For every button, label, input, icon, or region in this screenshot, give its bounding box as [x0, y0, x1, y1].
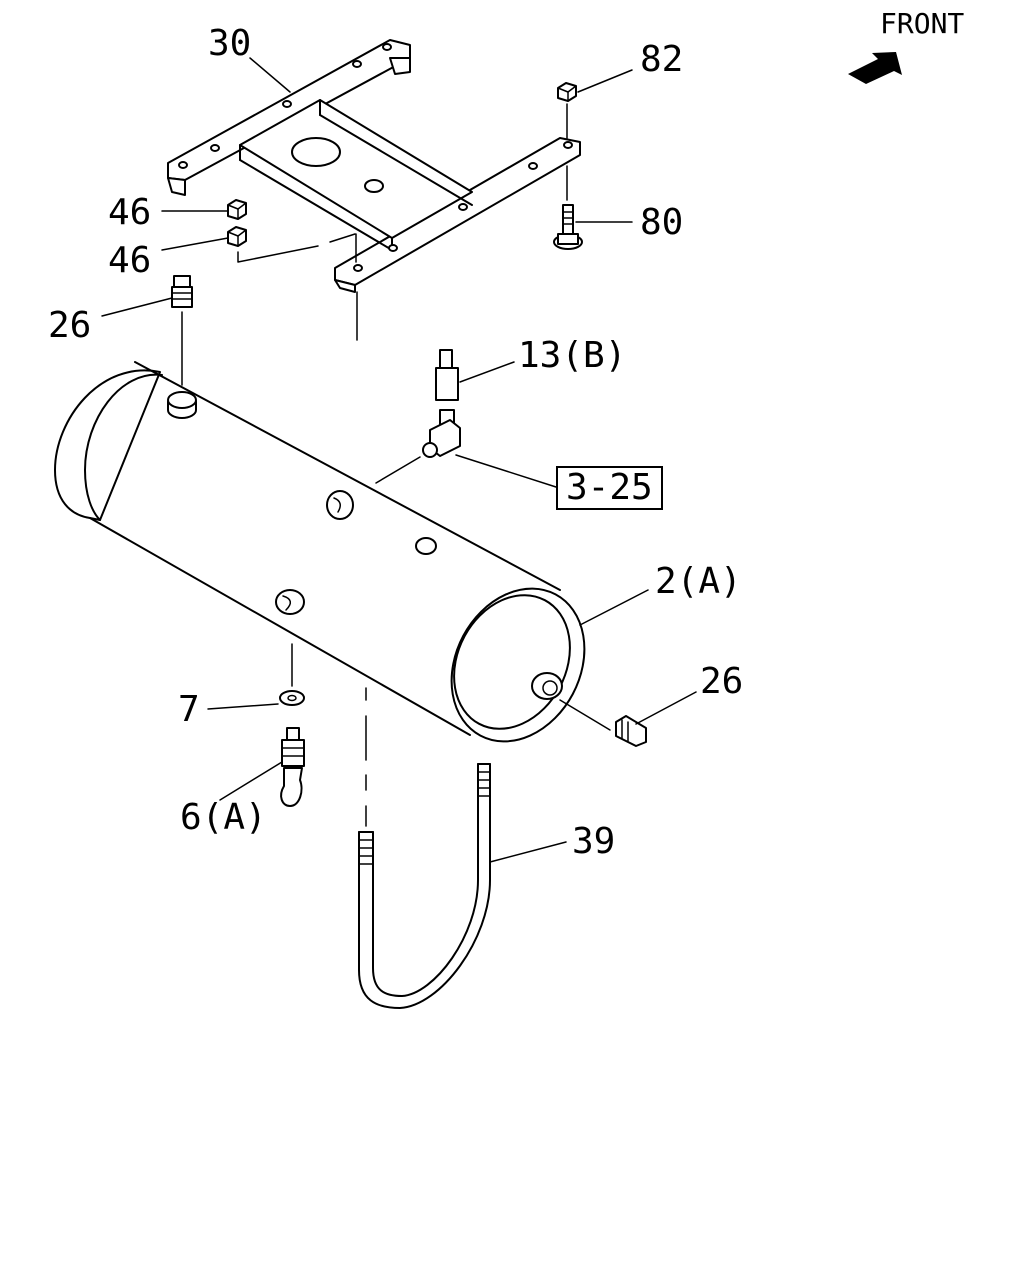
nut-46-leader-dash-2	[329, 233, 356, 243]
nut-46-lower	[227, 226, 247, 247]
callout-13b: 13(B)	[518, 335, 627, 376]
nut-46-leader-dash-1	[237, 245, 319, 263]
leader-lines	[101, 57, 697, 863]
front-label: FRONT	[880, 7, 965, 40]
callout-3-25: 3-25	[556, 466, 663, 510]
callout-80: 80	[640, 202, 684, 243]
bolt-80	[553, 204, 583, 250]
callout-2a: 2(A)	[655, 561, 742, 602]
callout-46-upper: 46	[108, 192, 152, 233]
callout-46-lower: 46	[108, 240, 152, 281]
valve-axis	[375, 456, 421, 484]
u-bolt-39	[358, 687, 491, 1009]
nut-82	[557, 82, 577, 102]
callout-6a: 6(A)	[180, 797, 267, 838]
callout-26-end: 26	[700, 661, 744, 702]
callout-26-top: 26	[48, 305, 92, 346]
washer-7	[279, 690, 305, 706]
plug-axis-end	[559, 699, 611, 731]
callout-7: 7	[178, 689, 200, 730]
callout-30: 30	[208, 23, 252, 64]
fitting-13b	[435, 349, 459, 401]
callout-39: 39	[572, 821, 616, 862]
mounting-bracket	[167, 39, 581, 293]
nut-46-upper	[227, 199, 247, 220]
drain-cock-6a	[280, 727, 305, 807]
callout-82: 82	[640, 39, 684, 80]
front-arrow-icon	[848, 52, 902, 84]
plug-26-top	[171, 275, 193, 308]
check-valve-3-25	[422, 409, 461, 458]
air-tank	[54, 361, 586, 743]
